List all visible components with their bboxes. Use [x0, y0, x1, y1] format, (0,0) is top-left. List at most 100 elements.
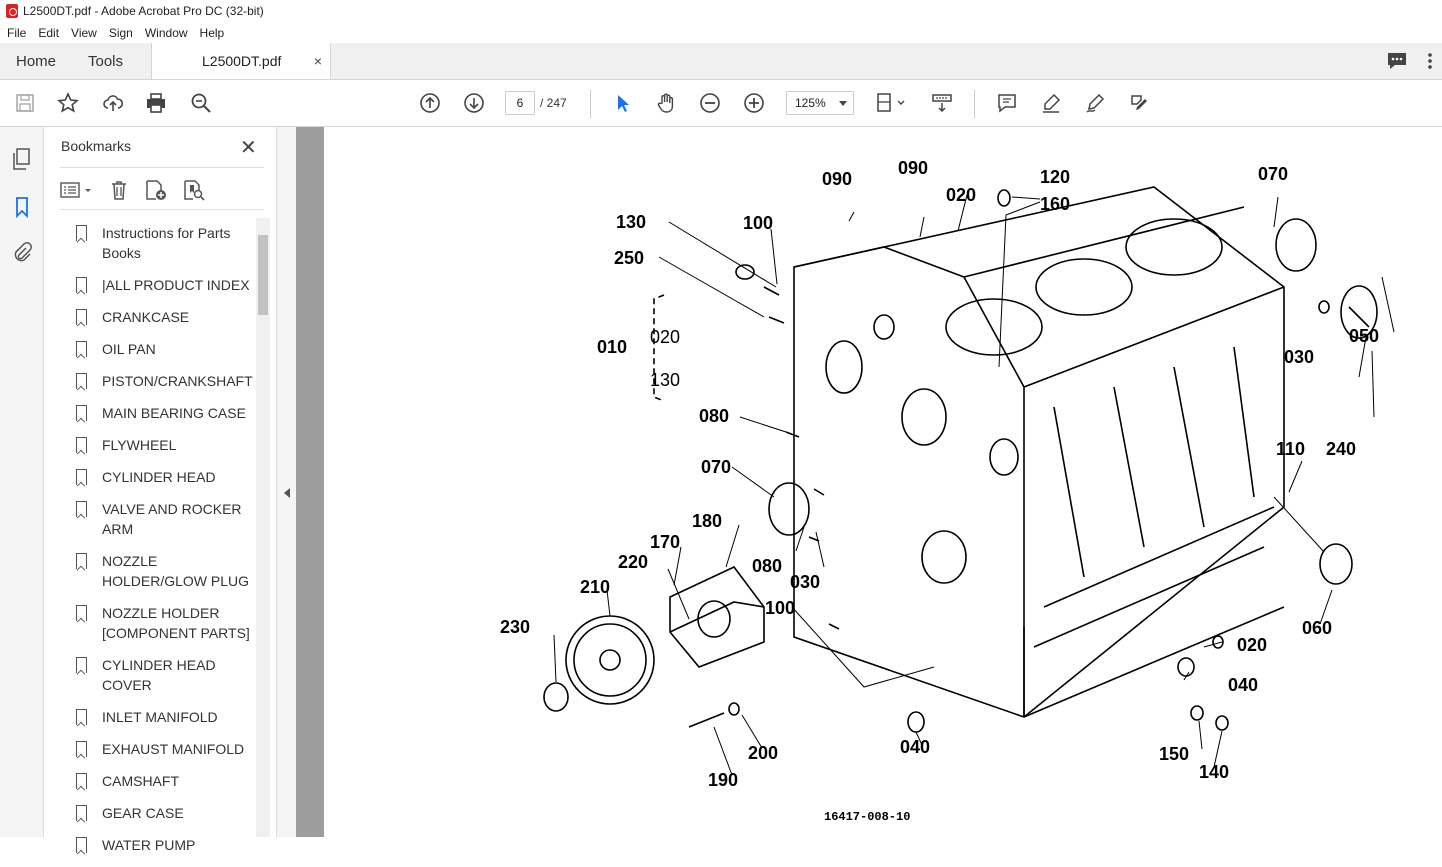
tab-document[interactable]: L2500DT.pdf × — [151, 43, 331, 79]
bookmark-panel-icon[interactable] — [10, 195, 34, 219]
save-icon[interactable] — [12, 90, 38, 116]
hand-tool-icon[interactable] — [653, 90, 679, 116]
menu-help[interactable]: Help — [199, 25, 225, 40]
page-number-input[interactable]: 6 — [505, 91, 535, 115]
callout-120: 120 — [1040, 167, 1070, 187]
fit-page-icon[interactable] — [873, 90, 909, 116]
bookmark-item-camshaft[interactable]: CAMSHAFT — [74, 771, 254, 791]
title-bar: L2500DT.pdf - Adobe Acrobat Pro DC (32-b… — [0, 0, 1442, 22]
bookmark-icon — [76, 501, 87, 517]
bookmarks-scrollbar-thumb[interactable] — [258, 235, 268, 315]
upload-cloud-icon[interactable] — [100, 90, 126, 116]
callout-050: 050 — [1349, 326, 1379, 346]
bookmark-item-exhaust-manifold[interactable]: EXHAUST MANIFOLD — [74, 739, 254, 759]
callout-190: 190 — [708, 770, 738, 790]
star-icon[interactable] — [55, 90, 81, 116]
menu-file[interactable]: File — [7, 25, 27, 40]
bookmarks-toolbar — [60, 179, 206, 201]
callout-180: 180 — [692, 511, 722, 531]
bookmark-icon — [76, 309, 87, 325]
fill-sign-icon[interactable] — [1126, 90, 1152, 116]
bookmark-icon — [76, 709, 87, 725]
more-options-icon[interactable] — [1426, 51, 1434, 71]
collapse-arrow-icon — [284, 488, 290, 498]
menu-sign[interactable]: Sign — [108, 25, 133, 40]
delete-bookmark-icon[interactable] — [108, 179, 130, 201]
bookmark-icon — [76, 741, 87, 757]
menu-view[interactable]: View — [71, 25, 97, 40]
callout-240: 240 — [1326, 439, 1356, 459]
callout-030-right: 030 — [1284, 347, 1314, 367]
previous-page-icon[interactable] — [417, 90, 443, 116]
callout-200: 200 — [748, 743, 778, 763]
pages-thumbnail-icon[interactable] — [10, 147, 34, 171]
bookmarks-scrollbar[interactable] — [256, 218, 270, 837]
bookmark-label: CYLINDER HEAD COVER — [102, 657, 216, 693]
callout-110: 110 — [1276, 439, 1305, 459]
document-canvas[interactable]: 090 090 020 120 160 070 130 100 250 010 … — [296, 127, 1442, 837]
select-cursor-icon[interactable] — [609, 90, 635, 116]
bookmark-label: Instructions for Parts Books — [102, 225, 231, 261]
bookmark-item-water-pump[interactable]: WATER PUMP — [74, 835, 254, 855]
bookmark-icon — [76, 277, 87, 293]
new-bookmark-icon[interactable] — [144, 179, 168, 201]
draw-tool-icon[interactable] — [1082, 90, 1108, 116]
bookmark-item-oil-pan[interactable]: OIL PAN — [74, 339, 254, 359]
bookmark-search-icon[interactable] — [182, 179, 206, 201]
zoom-out-icon[interactable] — [697, 90, 723, 116]
print-icon[interactable] — [143, 90, 169, 116]
highlight-pen-icon[interactable] — [1038, 90, 1064, 116]
callout-130: 130 — [616, 212, 646, 232]
bookmark-label: CRANKCASE — [102, 309, 190, 325]
bookmark-label: GEAR CASE — [102, 805, 184, 821]
tab-home[interactable]: Home — [16, 52, 57, 70]
bookmark-item-nozzle-holder-components[interactable]: NOZZLE HOLDER [COMPONENT PARTS] — [74, 603, 254, 643]
bookmark-label: WATER PUMP — [102, 837, 196, 853]
comment-tool-icon[interactable] — [994, 90, 1020, 116]
bookmark-label: VALVE AND ROCKER ARM — [102, 501, 242, 537]
zoom-level-select[interactable]: 125% — [786, 91, 854, 115]
page-total: / 247 — [540, 96, 567, 110]
panel-collapse-bar[interactable] — [276, 127, 296, 837]
bookmark-item-flywheel[interactable]: FLYWHEEL — [74, 435, 254, 455]
bookmark-label: |ALL PRODUCT INDEX — [102, 277, 250, 293]
callout-220: 220 — [618, 552, 648, 572]
bookmark-label: FLYWHEEL — [102, 437, 177, 453]
panel-divider — [60, 167, 264, 168]
menu-edit[interactable]: Edit — [38, 25, 60, 40]
callout-070-top: 070 — [1258, 164, 1288, 184]
callout-030-bottom: 030 — [790, 572, 820, 592]
bookmark-options-icon[interactable] — [60, 180, 94, 200]
zoom-search-icon[interactable] — [188, 90, 214, 116]
bookmark-item-instructions[interactable]: Instructions for Parts Books — [74, 223, 254, 263]
bookmark-item-cylinder-head[interactable]: CYLINDER HEAD — [74, 467, 254, 487]
bookmark-item-nozzle-holder-glow-plug[interactable]: NOZZLE HOLDER/GLOW PLUG — [74, 551, 254, 591]
menu-window[interactable]: Window — [144, 25, 188, 40]
bookmark-item-piston-crankshaft[interactable]: PISTON/CRANKSHAFT — [74, 371, 254, 391]
bookmark-item-main-bearing-case[interactable]: MAIN BEARING CASE — [74, 403, 254, 423]
tab-tools[interactable]: Tools — [88, 52, 124, 70]
bookmark-label: OIL PAN — [102, 341, 156, 357]
bookmark-icon — [76, 805, 87, 821]
scroll-mode-icon[interactable] — [929, 90, 955, 116]
bookmark-icon — [76, 225, 87, 241]
panel-divider — [60, 209, 264, 210]
callout-080-top: 080 — [699, 406, 729, 426]
bookmark-icon — [76, 773, 87, 789]
bookmark-item-valve-rocker-arm[interactable]: VALVE AND ROCKER ARM — [74, 499, 254, 539]
bookmark-item-crankcase[interactable]: CRANKCASE — [74, 307, 254, 327]
zoom-in-icon[interactable] — [741, 90, 767, 116]
next-page-icon[interactable] — [461, 90, 487, 116]
attachment-icon[interactable] — [10, 241, 34, 265]
bookmark-item-all-product-index[interactable]: |ALL PRODUCT INDEX — [74, 275, 254, 295]
tab-close-icon[interactable]: × — [313, 53, 322, 69]
bookmark-item-inlet-manifold[interactable]: INLET MANIFOLD — [74, 707, 254, 727]
comment-icon[interactable] — [1386, 51, 1408, 71]
callout-060: 060 — [1302, 618, 1332, 638]
bookmark-item-cylinder-head-cover[interactable]: CYLINDER HEAD COVER — [74, 655, 254, 695]
zoom-level-value: 125% — [795, 96, 826, 110]
bookmarks-panel: Bookmarks ✕ Instructions for Parts Books… — [44, 127, 276, 853]
callout-040-right: 040 — [1228, 675, 1258, 695]
bookmark-item-gear-case[interactable]: GEAR CASE — [74, 803, 254, 823]
close-icon[interactable]: ✕ — [240, 137, 257, 159]
